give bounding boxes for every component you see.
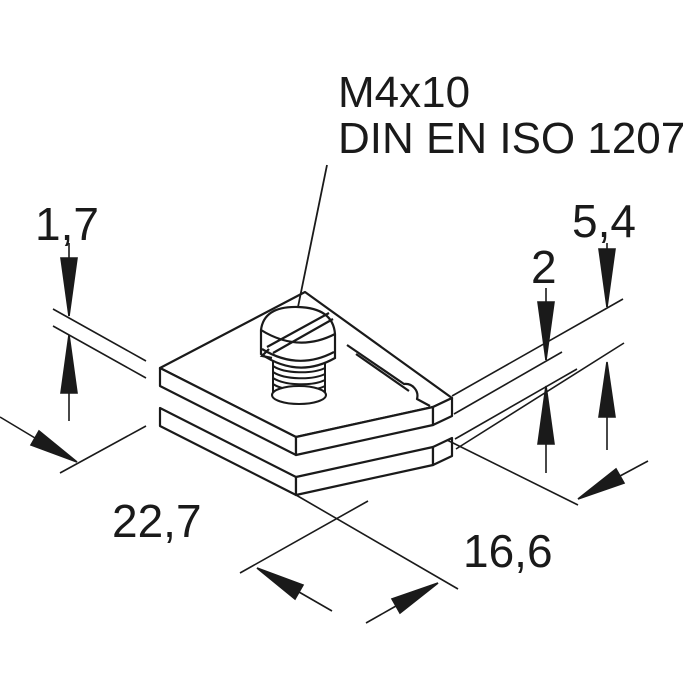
arrowhead [60,334,78,394]
screw-slot [266,312,334,354]
extension-line [446,439,579,506]
arrowhead [256,567,305,601]
arrowhead [598,361,616,418]
arrowhead [577,467,626,500]
dim-value: 2 [531,241,557,293]
dimension-plate-width: 16,6 [365,439,649,624]
screw-head-top-rim [260,329,336,344]
extension-line [455,342,625,450]
slotted-screw [259,305,337,405]
arrowhead [390,582,439,615]
arrowhead [60,257,78,317]
callout-screw-size: M4x10 [338,68,470,117]
dim-value: 5,4 [572,195,636,247]
dimension-total-height: 5,4 [451,195,636,450]
dimension-plate-thickness: 1,7 [35,198,147,421]
screw-head-brim [261,348,335,362]
screw-base-washer [271,385,327,405]
dim-line [365,605,397,624]
dim-line [619,460,649,477]
upper-plate-corner-face [431,396,454,427]
dim-value: 22,7 [112,495,202,547]
screw-slot-notch [259,348,273,360]
dim-line [0,416,36,439]
callout-standard: DIN EN ISO 1207 [338,114,685,163]
dim-value: 1,7 [35,198,99,250]
extension-line [239,500,369,574]
dimension-gap-height: 2 [453,241,578,473]
clamping-rim [346,344,431,407]
extension-line [59,425,147,474]
screw-head [259,305,337,369]
extension-line [52,308,147,362]
dim-line [298,591,333,612]
lower-plate-front-right-face [294,445,435,497]
arrowhead [537,301,555,361]
lower-plate-corner-face [431,436,454,467]
lower-clamp-plate [158,406,454,497]
extension-line [453,351,563,415]
clamping-rim-inner-edge [355,353,410,392]
dimension-plate-length: 22,7 [0,416,369,612]
dim-value: 16,6 [463,525,553,577]
extension-line-bottom-edge [295,494,459,590]
arrowhead [598,248,616,308]
screw-head-body [259,305,337,369]
extension-line [454,368,578,440]
arrowhead [537,385,555,445]
extension-line [52,325,147,379]
extension-line [451,298,624,397]
callout-leader-line [297,164,328,308]
arrowhead [29,429,78,463]
